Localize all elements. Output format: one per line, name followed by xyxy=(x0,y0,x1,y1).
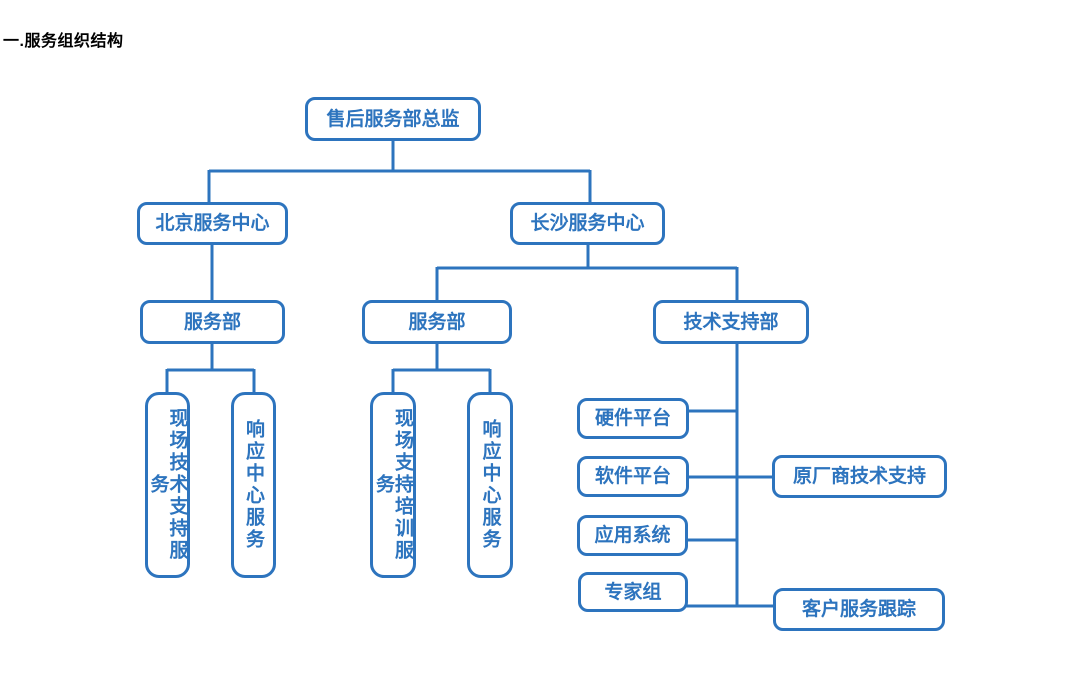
node-beijing-center: 北京服务中心 xyxy=(137,202,288,245)
node-tech-support-dept: 技术支持部 xyxy=(653,300,809,344)
node-expert-group: 专家组 xyxy=(578,572,688,612)
node-changsha-center: 长沙服务中心 xyxy=(510,202,665,245)
node-response-center-service-beijing: 响应中心服务 xyxy=(231,392,276,578)
node-hardware-platform: 硬件平台 xyxy=(577,398,689,439)
node-response-center-service-changsha: 响应中心服务 xyxy=(467,392,513,578)
node-director: 售后服务部总监 xyxy=(305,97,481,141)
node-onsite-support-training-service: 现场支持培训服务 xyxy=(370,392,416,578)
section-title: 一.服务组织结构 xyxy=(3,33,124,50)
node-oem-tech-support: 原厂商技术支持 xyxy=(772,455,947,498)
node-software-platform: 软件平台 xyxy=(577,456,689,497)
node-changsha-service-dept: 服务部 xyxy=(362,300,512,344)
node-onsite-tech-support-service: 现场技术支持服务 xyxy=(145,392,190,578)
node-beijing-service-dept: 服务部 xyxy=(140,300,285,344)
node-application-system: 应用系统 xyxy=(577,515,688,556)
node-customer-service-tracking: 客户服务跟踪 xyxy=(773,588,945,631)
